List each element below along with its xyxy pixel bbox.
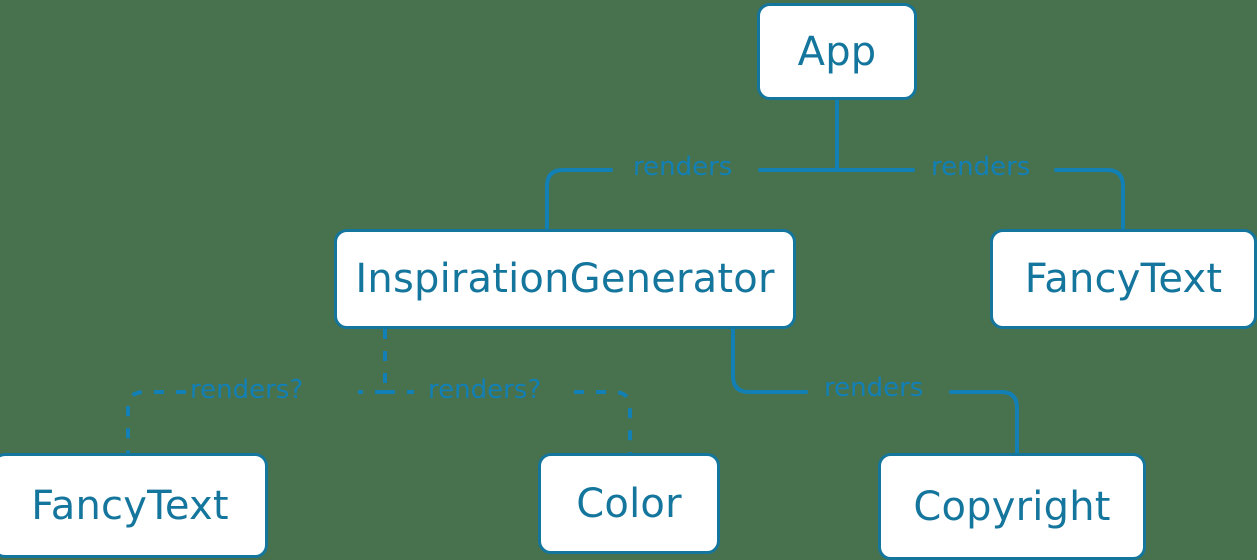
edge-inspirationgenerator-copyright-left [731,327,808,394]
edge-label-app-fancytext: renders [931,152,1031,182]
node-fancytext-bottom-label: FancyText [31,482,229,529]
node-inspirationgenerator[interactable]: InspirationGenerator [334,229,796,329]
node-inspirationgenerator-label: InspirationGenerator [355,256,775,302]
node-fancytext-top[interactable]: FancyText [990,229,1257,329]
node-copyright[interactable]: Copyright [878,453,1146,560]
edge-app-fancytext-right [1054,168,1125,231]
node-app[interactable]: App [757,3,917,100]
edge-label-inspirationgenerator-color: renders? [428,375,542,405]
node-fancytext-bottom[interactable]: FancyText [0,453,268,558]
edge-label-app-inspirationgenerator: renders [633,152,733,182]
node-fancytext-top-label: FancyText [1024,256,1223,302]
node-copyright-label: Copyright [913,483,1111,530]
node-app-label: App [797,28,877,75]
edge-inspirationgenerator-color-right [574,390,632,453]
edge-label-inspirationgenerator-fancytext: renders? [190,375,304,405]
edge-inspirationgenerator-fancytext-left [126,390,186,453]
edge-label-inspirationgenerator-copyright: renders [824,373,924,403]
node-color[interactable]: Color [538,453,720,554]
edge-app-inspirationgenerator-left [545,168,613,231]
edge-inspirationgenerator-copyright-right [949,390,1019,455]
node-color-label: Color [576,480,682,527]
